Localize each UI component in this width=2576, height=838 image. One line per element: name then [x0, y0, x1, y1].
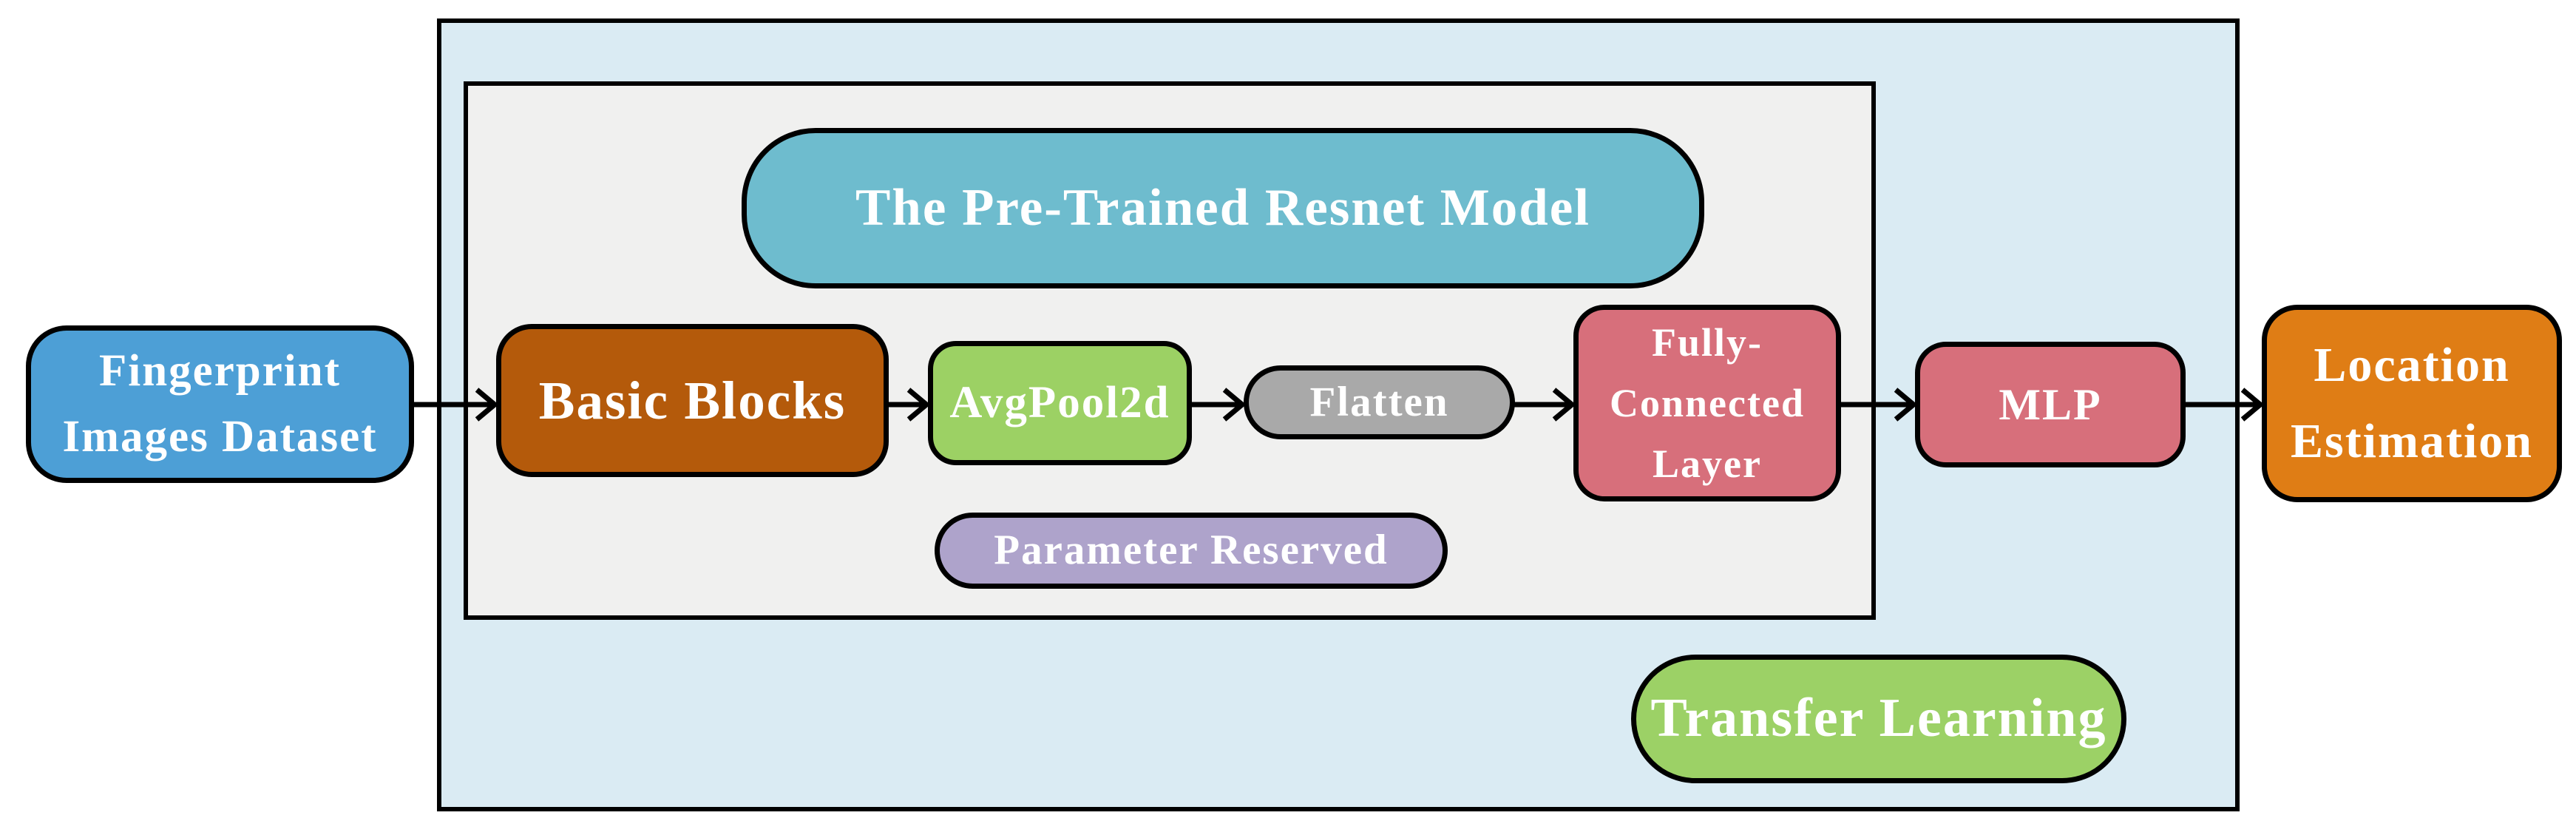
node-basic-blocks: Basic Blocks: [496, 324, 889, 477]
node-flatten: Flatten: [1244, 365, 1515, 439]
node-fingerprint-images-dataset: Fingerprint Images Dataset: [26, 325, 414, 483]
fingerprint-label: Fingerprint Images Dataset: [62, 346, 378, 462]
fully-connected-label: Fully- Connected Layer: [1610, 320, 1805, 487]
node-avgpool2d: AvgPool2d: [928, 341, 1192, 465]
location-estimation-label: Location Estimation: [2290, 338, 2534, 468]
node-location-estimation: Location Estimation: [2262, 305, 2562, 502]
pretrained-resnet-title-label: The Pre-Trained Resnet Model: [855, 179, 1590, 237]
transfer-learning-label: Transfer Learning: [1650, 688, 2107, 749]
parameter-reserved-label: Parameter Reserved: [994, 527, 1389, 574]
flatten-label: Flatten: [1309, 378, 1449, 425]
avgpool2d-label: AvgPool2d: [949, 377, 1170, 428]
basic-blocks-label: Basic Blocks: [538, 370, 847, 430]
node-mlp: MLP: [1915, 342, 2186, 467]
node-parameter-reserved: Parameter Reserved: [935, 513, 1448, 589]
mlp-label: MLP: [1999, 379, 2102, 429]
node-fully-connected-layer: Fully- Connected Layer: [1573, 305, 1841, 501]
node-transfer-learning: Transfer Learning: [1631, 655, 2126, 783]
node-pretrained-resnet-title: The Pre-Trained Resnet Model: [742, 128, 1704, 288]
